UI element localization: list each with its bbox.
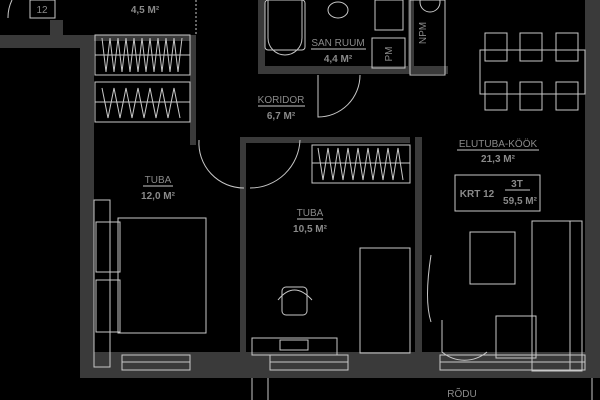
- room-area: 21,3 M²: [481, 154, 516, 165]
- room-name: KORIDOR: [258, 95, 305, 106]
- bed: [93, 199, 207, 368]
- apartment-info-box: KRT 12 3T 59,5 M²: [454, 174, 541, 212]
- dining-table: [479, 32, 586, 111]
- sofa: [427, 220, 583, 372]
- closet: [94, 34, 411, 184]
- room-area: 12,0 M²: [141, 191, 176, 202]
- room-area: 6,7 M²: [267, 111, 296, 122]
- apartment-tag-box: [29, 0, 56, 19]
- walls: [0, 0, 600, 378]
- room-area: 10,5 M²: [293, 224, 328, 235]
- door-arc: [249, 139, 301, 189]
- room-name: RÕDU: [447, 387, 476, 400]
- pm-label: PM: [384, 47, 395, 62]
- room-name: SAN RUUM: [311, 38, 364, 49]
- room-name: TUBA: [297, 208, 324, 219]
- bathroom-fixtures: [264, 0, 446, 118]
- room-area: 4,4 M²: [324, 54, 353, 65]
- desk-set: [251, 247, 411, 356]
- apartment-type: 3T: [511, 179, 523, 190]
- door-arc: [7, 0, 13, 19]
- apartment-tag: 12: [36, 5, 48, 16]
- room-name: TUBA: [145, 175, 172, 186]
- room-area: 4,5 M²: [131, 5, 160, 16]
- npm-label: NPM: [418, 22, 429, 44]
- room-name: ELUTUBA-KÖÖK: [459, 138, 538, 150]
- apartment-area: 59,5 M²: [503, 196, 538, 207]
- apartment-label: KRT 12: [460, 189, 495, 200]
- door-arc: [198, 139, 245, 189]
